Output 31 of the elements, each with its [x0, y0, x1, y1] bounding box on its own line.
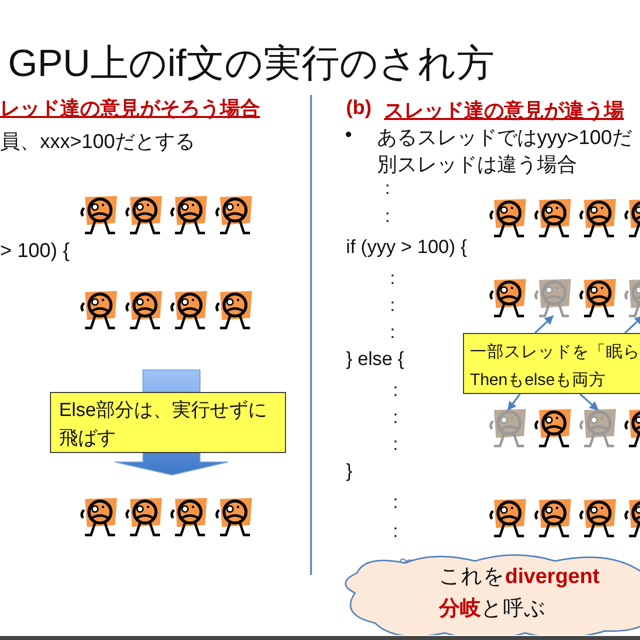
bullet-mark: • — [345, 124, 352, 147]
arrow — [534, 315, 554, 334]
callout-text: Else部分は、実行せずに飛ばす — [59, 400, 267, 449]
code-line: > 100) { — [0, 240, 70, 263]
ellipsis-dots: : — [385, 178, 390, 199]
code-line: } else { — [346, 349, 404, 371]
ellipsis-dots: : — [390, 295, 396, 316]
ellipsis-dots: : — [393, 492, 398, 513]
ellipsis-dots: : — [390, 322, 396, 343]
arrow — [579, 393, 599, 411]
callout-box — [50, 392, 286, 453]
ellipsis-dots: : — [393, 434, 398, 455]
code-line: } — [346, 461, 352, 483]
section-heading: レッド達の意見がそろう場合 — [0, 97, 260, 122]
section-letter: (b) — [346, 97, 372, 120]
arrow — [624, 315, 640, 334]
ellipsis-dots: : — [393, 521, 398, 542]
callout-text: 一部スレッドを「眠らThenもelseも両方 — [470, 342, 640, 391]
bullet-text: 別スレッドは違う場合 — [377, 153, 577, 178]
arrow — [507, 393, 521, 411]
cloud-text: これをdivergent 分岐と呼ぶ — [439, 564, 601, 622]
ellipsis-dots: : — [393, 407, 398, 428]
section-heading: スレッド達の意見が違う場 — [384, 99, 624, 124]
ellipsis-dots: : — [385, 206, 390, 227]
bullet-text: 員、xxx>100だとする — [0, 130, 196, 155]
title: GPU上のif文の実行のされ方 — [8, 42, 494, 87]
callout-box — [463, 333, 640, 394]
ellipsis-dots: : — [393, 380, 398, 401]
bullet-text: あるスレッドではyyy>100だ — [377, 126, 632, 151]
code-line: if (yyy > 100) { — [346, 237, 467, 259]
ellipsis-dots: : — [390, 268, 396, 289]
